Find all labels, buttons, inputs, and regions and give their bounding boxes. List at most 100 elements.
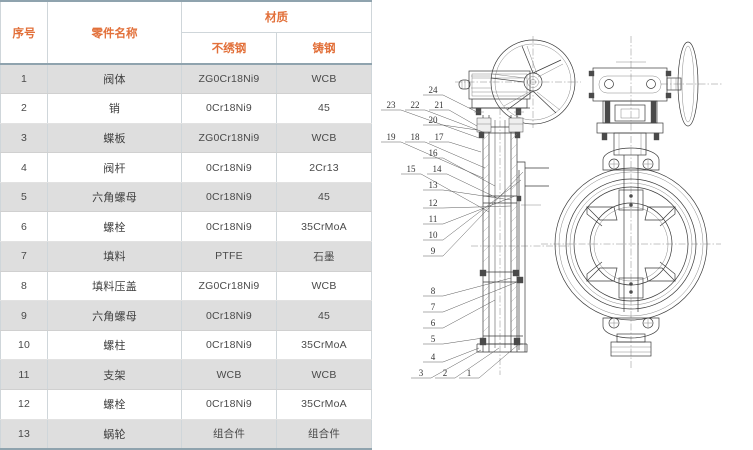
row-material-stainless: WCB [181, 359, 277, 391]
row-material-caststeel: WCB [276, 123, 372, 154]
row-no: 11 [0, 359, 48, 391]
row-material-caststeel: 石墨 [276, 241, 372, 272]
row-material-stainless: 0Cr18Ni9 [181, 389, 277, 420]
row-material-caststeel: 35CrMoA [276, 330, 372, 361]
callout-12: 12 [429, 198, 438, 208]
row-part-name: 蜗轮 [47, 419, 182, 450]
callout-3: 3 [419, 368, 424, 378]
row-part-name: 销 [47, 93, 182, 124]
row-part-name: 螺栓 [47, 211, 182, 243]
row-no: 9 [0, 300, 48, 331]
header-no: 序号 [0, 0, 48, 64]
front-view [541, 36, 723, 368]
row-part-name: 蝶板 [47, 123, 182, 154]
callout-24: 24 [429, 85, 439, 95]
row-part-name: 阀体 [47, 64, 182, 95]
callout-19: 19 [387, 132, 397, 142]
row-material-caststeel: 组合件 [276, 419, 372, 450]
row-material-stainless: 0Cr18Ni9 [181, 182, 277, 213]
callout-22: 22 [411, 100, 420, 110]
callout-1: 1 [467, 368, 472, 378]
row-material-stainless: ZG0Cr18Ni9 [181, 271, 277, 302]
row-material-caststeel: WCB [276, 359, 372, 391]
top-bracket-front [602, 147, 660, 171]
row-no: 6 [0, 211, 48, 243]
callout-23: 23 [387, 100, 397, 110]
callout-11: 11 [429, 214, 438, 224]
callout-14: 14 [433, 164, 443, 174]
callout-group-upper: 24 23 22 21 20 [381, 85, 524, 257]
callout-5: 5 [431, 334, 436, 344]
callout-17: 17 [435, 132, 445, 142]
row-material-caststeel: 45 [276, 93, 372, 124]
callout-8: 8 [431, 286, 436, 296]
row-part-name: 螺栓 [47, 389, 182, 420]
row-part-name: 填料 [47, 241, 182, 272]
stem-and-yoke-section [476, 115, 549, 353]
bottom-bracket-front [602, 317, 660, 357]
row-material-stainless: ZG0Cr18Ni9 [181, 64, 277, 95]
row-material-caststeel: 35CrMoA [276, 211, 372, 243]
callout-10: 10 [429, 230, 439, 240]
callout-9: 9 [431, 246, 436, 256]
callout-6: 6 [431, 318, 436, 328]
header-material-stainless: 不绣钢 [181, 32, 277, 64]
table-head: 序号 零件名称 材质 不绣钢 铸钢 [0, 0, 372, 64]
section-view: 24 23 22 21 20 [381, 36, 581, 379]
table-header-row-2: 不绣钢 铸钢 [1, 32, 372, 64]
callout-15: 15 [407, 164, 417, 174]
row-no: 12 [0, 389, 48, 420]
row-material-stainless: 0Cr18Ni9 [181, 300, 277, 331]
row-no: 8 [0, 271, 48, 302]
row-part-name: 螺柱 [47, 330, 182, 361]
header-part-name: 零件名称 [47, 0, 182, 64]
callout-21: 21 [435, 100, 444, 110]
row-part-name: 阀杆 [47, 152, 182, 183]
header-material-caststeel: 铸钢 [276, 32, 372, 64]
row-material-stainless: 0Cr18Ni9 [181, 330, 277, 361]
callout-20: 20 [429, 115, 439, 125]
row-material-caststeel: 35CrMoA [276, 389, 372, 420]
row-material-caststeel: WCB [276, 271, 372, 302]
header-material: 材质 [181, 0, 372, 33]
row-material-caststeel: WCB [276, 64, 372, 95]
row-material-stainless: 0Cr18Ni9 [181, 93, 277, 124]
row-material-stainless: PTFE [181, 241, 277, 272]
row-part-name: 六角螺母 [47, 182, 182, 213]
row-no: 2 [0, 93, 48, 124]
gearbox-mount-front [596, 100, 664, 156]
valve-assembly-drawing: 24 23 22 21 20 [371, 0, 753, 447]
row-no: 10 [0, 330, 48, 361]
callout-4: 4 [431, 352, 436, 362]
gearbox-housing-section [458, 70, 531, 116]
table-header-row-1: 序号 零件名称 材质 [0, 0, 372, 64]
row-no: 7 [0, 241, 48, 272]
row-material-stainless: 0Cr18Ni9 [181, 211, 277, 243]
drawing-svg: 24 23 22 21 20 [381, 36, 723, 379]
callout-7: 7 [431, 302, 436, 312]
callout-16: 16 [429, 148, 439, 158]
row-material-caststeel: 45 [276, 300, 372, 331]
row-no: 4 [0, 152, 48, 183]
row-no: 13 [0, 419, 48, 450]
row-material-stainless: 组合件 [181, 419, 277, 450]
row-part-name: 填料压盖 [47, 271, 182, 302]
stem-front [623, 155, 639, 312]
